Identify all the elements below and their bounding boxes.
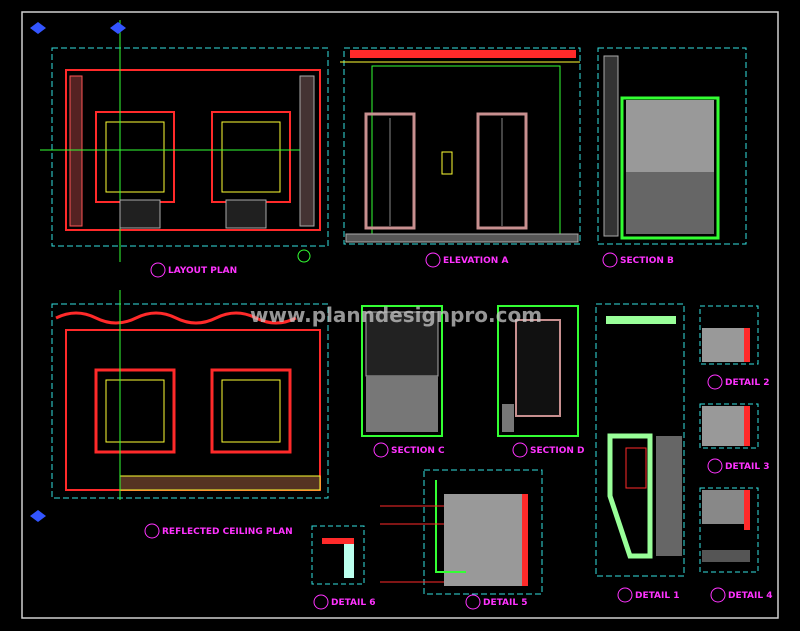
reflected-ceiling-plan-title: REFLECTED CEILING PLAN — [162, 527, 293, 537]
elevation-a-drawing — [340, 47, 581, 245]
elevation-a-title: ELEVATION A — [443, 256, 508, 266]
detail-6-title: DETAIL 6 — [331, 598, 376, 608]
section-b-title: SECTION B — [620, 256, 674, 266]
section-b-drawing — [597, 47, 747, 245]
layout-plan-title: LAYOUT PLAN — [168, 266, 237, 276]
section-d-drawing — [497, 305, 579, 437]
detail-3-title: DETAIL 3 — [725, 462, 770, 472]
detail-4-drawing — [699, 487, 759, 573]
layout-plan-drawing — [30, 20, 329, 263]
detail-3-drawing — [699, 403, 759, 449]
detail-1-drawing — [595, 303, 685, 577]
section-c-title: SECTION C — [391, 446, 445, 456]
detail-1-title: DETAIL 1 — [635, 591, 680, 601]
detail-2-drawing — [699, 305, 759, 365]
detail-5-drawing — [380, 469, 543, 595]
watermark-text: www.planndesignpro.com — [250, 303, 542, 327]
section-c-drawing — [361, 305, 443, 437]
reflected-ceiling-plan-drawing — [30, 290, 329, 522]
detail-5-title: DETAIL 5 — [483, 598, 528, 608]
detail-2-title: DETAIL 2 — [725, 378, 770, 388]
detail-6-drawing — [311, 525, 365, 585]
section-d-title: SECTION D — [530, 446, 585, 456]
sheet-border — [21, 11, 779, 619]
detail-4-title: DETAIL 4 — [728, 591, 773, 601]
